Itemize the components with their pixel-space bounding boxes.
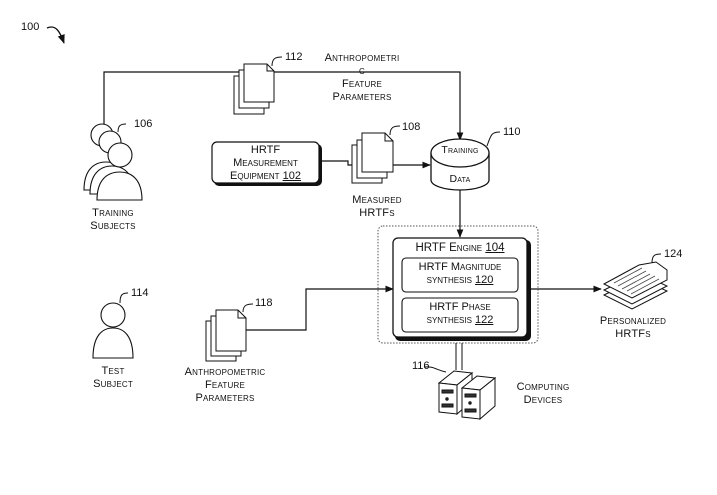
ref-122: 122 <box>475 314 494 326</box>
ref-120: 120 <box>475 274 494 286</box>
magnitude-synthesis-box[interactable] <box>401 257 519 293</box>
phase-synthesis-box[interactable] <box>401 297 519 333</box>
test-subject-label: Test Subject <box>93 365 133 390</box>
ref-118: 118 <box>255 297 273 309</box>
training-data-cylinder-icon[interactable] <box>430 138 490 191</box>
training-subjects-icon <box>83 123 143 201</box>
document-stack-icon-118 <box>205 309 247 362</box>
connector-engine-to-servers <box>455 343 463 370</box>
training-data-label-top: Training <box>441 144 479 156</box>
anthro-params-bottom-label: Anthropometric Feature Parameters <box>184 366 266 404</box>
computing-devices-container <box>377 225 539 344</box>
measurement-equipment-box[interactable] <box>211 141 320 184</box>
connector-subjects-to-training-data <box>103 71 464 141</box>
ref-124: 124 <box>664 248 683 260</box>
figure-ref-arrow <box>46 26 65 44</box>
training-data-label-bottom: Data <box>449 173 471 185</box>
phase-synthesis-label: HRTF Phase synthesis 122 <box>426 301 494 326</box>
document-stack-icon-108 <box>351 132 394 184</box>
ref-116: 116 <box>412 360 430 372</box>
figure-ref-label: 100 <box>21 21 40 33</box>
ref-102: 102 <box>282 170 301 182</box>
ref-106: 106 <box>134 118 153 130</box>
measurement-equipment-label: HRTF Measurement Equipment 102 <box>230 144 301 182</box>
test-subject-icon <box>92 302 134 359</box>
ref-104: 104 <box>485 242 505 254</box>
document-stack-icon-112 <box>233 63 275 115</box>
ref-114: 114 <box>131 287 149 299</box>
personalized-hrtfs-icon <box>602 261 669 310</box>
computing-devices-label: Computing Devices <box>516 381 570 406</box>
ref-112: 112 <box>285 51 303 63</box>
connector-anthro-to-engine <box>246 285 394 331</box>
measured-hrtfs-label: Measured HRTFs <box>352 194 402 219</box>
hrtf-engine-label: HRTF Engine 104 <box>415 242 505 254</box>
ref-108: 108 <box>402 121 421 133</box>
personalized-hrtfs-label: Personalized HRTFs <box>599 315 667 340</box>
magnitude-synthesis-label: HRTF Magnitude synthesis 120 <box>418 261 502 286</box>
ref-110: 110 <box>503 126 521 138</box>
connector-equipment-to-measured <box>320 160 352 166</box>
training-subjects-label: Training Subjects <box>90 207 136 232</box>
computing-devices-icon <box>437 370 497 421</box>
anthro-params-top-label: Anthropometri c Feature Parameters <box>324 52 400 103</box>
